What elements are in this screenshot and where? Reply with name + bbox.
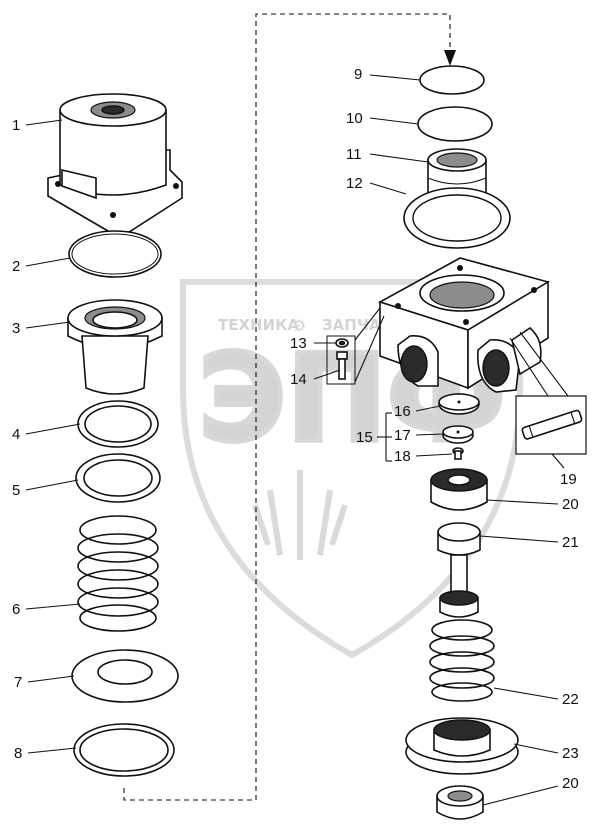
callout-19: 19 bbox=[560, 471, 577, 488]
callout-23: 23 bbox=[562, 745, 579, 762]
part-19-stud bbox=[515, 395, 587, 455]
callout-2: 2 bbox=[12, 258, 20, 275]
callout-12: 12 bbox=[346, 175, 363, 192]
part-12-seal-ring bbox=[403, 187, 511, 249]
watermark-wheat-icon bbox=[252, 470, 348, 560]
callout-8: 8 bbox=[14, 745, 22, 762]
part-9-o-ring bbox=[419, 65, 485, 95]
part-2-o-ring bbox=[68, 230, 162, 278]
part-8-snap-ring bbox=[73, 723, 175, 777]
part-13-washer bbox=[335, 338, 349, 348]
callout-22: 22 bbox=[562, 691, 579, 708]
callout-17: 17 bbox=[394, 427, 411, 444]
watermark-gear-icon: ⚙ bbox=[292, 316, 306, 335]
callout-9: 9 bbox=[354, 66, 362, 83]
callout-6: 6 bbox=[12, 601, 20, 618]
part-6-spring bbox=[77, 515, 159, 632]
callout-21: 21 bbox=[562, 534, 579, 551]
callout-10: 10 bbox=[346, 110, 363, 127]
callout-13: 13 bbox=[290, 335, 307, 352]
part-22-spring bbox=[429, 619, 495, 702]
watermark-text-left: ТЕХНИКА bbox=[218, 316, 299, 334]
part-16-disc bbox=[438, 393, 480, 415]
part-20-bushing-upper bbox=[430, 468, 488, 511]
part-4-washer bbox=[77, 400, 159, 448]
callout-5: 5 bbox=[12, 482, 20, 499]
part-21-valve-stem bbox=[437, 522, 481, 618]
callout-3: 3 bbox=[12, 320, 20, 337]
part-1-housing bbox=[47, 93, 183, 239]
callout-labels: 1 2 3 4 5 6 7 8 9 10 11 12 13 14 15 16 1… bbox=[12, 66, 579, 792]
callout-15: 15 bbox=[356, 429, 373, 446]
leader-lines bbox=[25, 74, 569, 806]
arrow-down-icon bbox=[444, 50, 456, 66]
part-5-washer bbox=[75, 453, 161, 503]
part-18-pin bbox=[452, 447, 464, 460]
part-23-plate bbox=[405, 717, 519, 775]
part-17-disc bbox=[442, 425, 474, 444]
callout-11: 11 bbox=[346, 146, 362, 163]
callout-20-lower: 20 bbox=[562, 775, 579, 792]
callout-16: 16 bbox=[394, 403, 411, 420]
part-valve-body bbox=[377, 257, 551, 393]
callout-7: 7 bbox=[14, 674, 22, 691]
assembly-dashed-path bbox=[123, 13, 451, 801]
part-7-plate bbox=[71, 649, 179, 703]
callout-20-upper: 20 bbox=[562, 496, 579, 513]
callout-14: 14 bbox=[290, 371, 307, 388]
callout-1: 1 bbox=[12, 117, 20, 134]
callout-4: 4 bbox=[12, 426, 20, 443]
watermark-shield bbox=[180, 279, 523, 659]
screw-group-box bbox=[326, 335, 356, 385]
part-20-bushing-lower bbox=[436, 785, 484, 820]
part-14-screw bbox=[336, 351, 348, 380]
callout-18: 18 bbox=[394, 448, 411, 465]
part-10-o-ring bbox=[417, 106, 493, 142]
part-3-piston bbox=[67, 299, 163, 395]
